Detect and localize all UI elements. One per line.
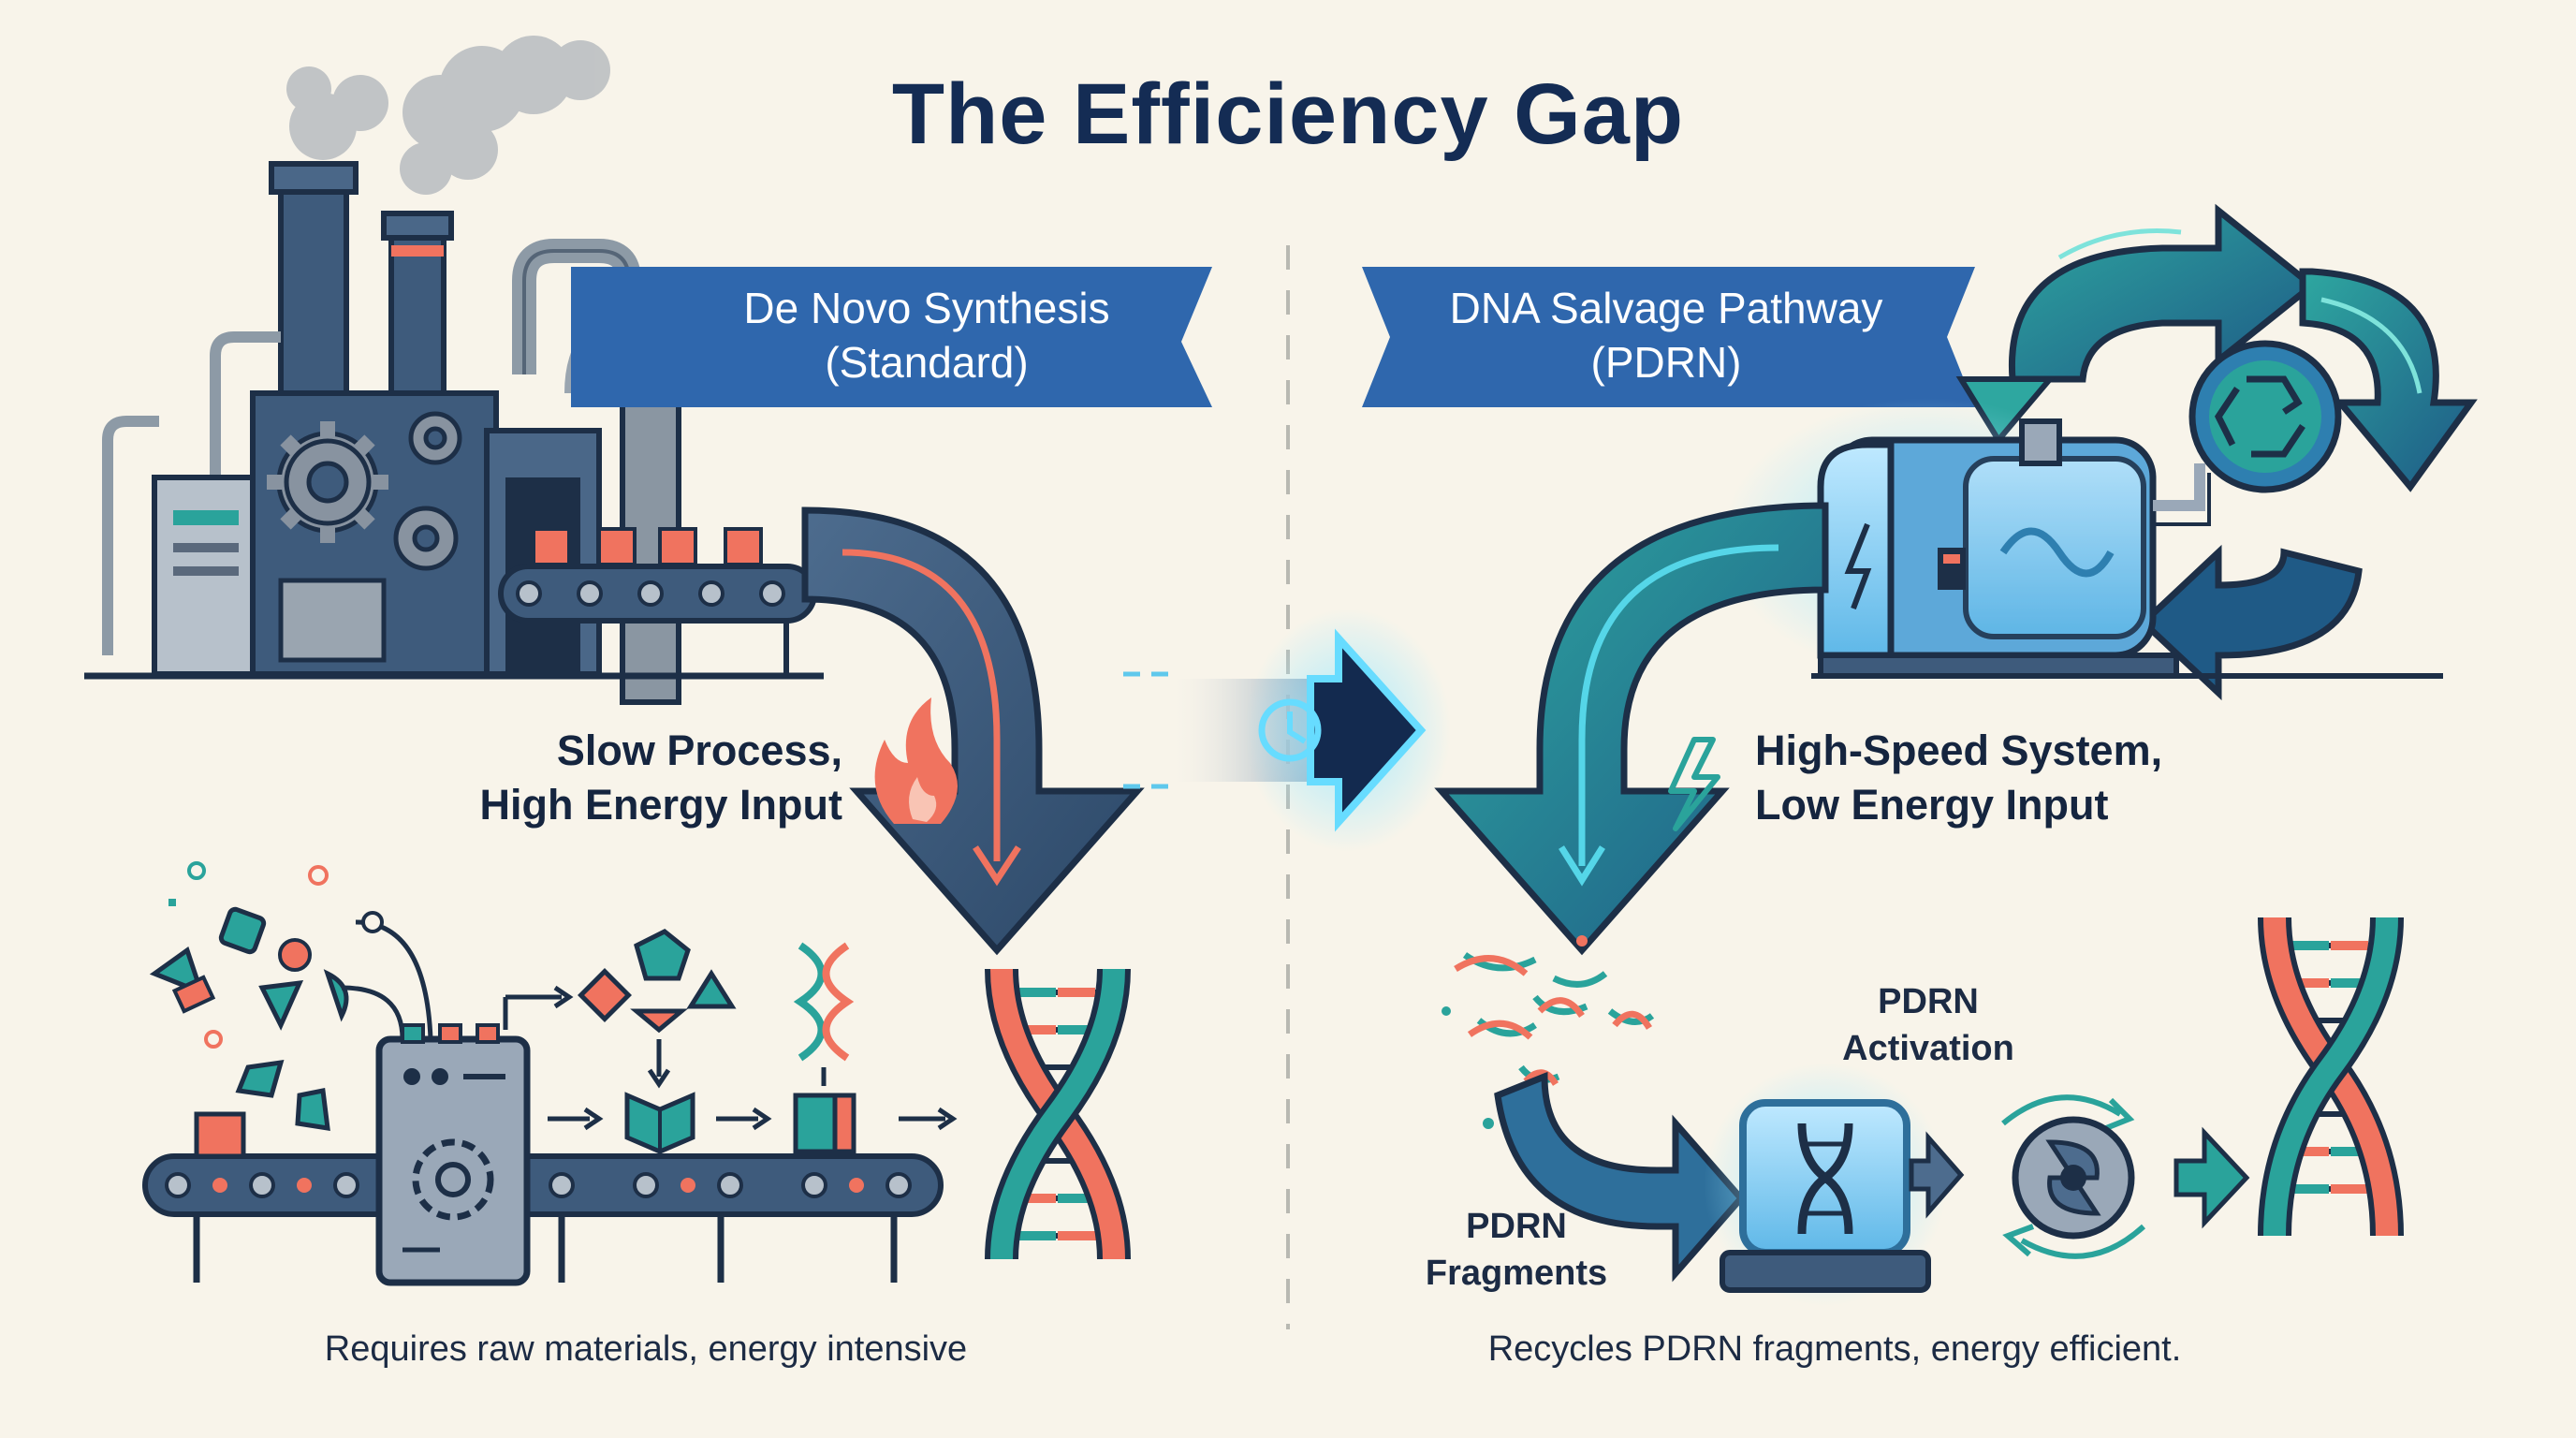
left-banner-label: De Novo Synthesis (Standard) bbox=[674, 281, 1179, 389]
activation-label: PDRN Activation bbox=[1807, 978, 2050, 1072]
slow-process-label: Slow Process, High Energy Input bbox=[449, 724, 843, 832]
right-caption: Recycles PDRN fragments, energy efficien… bbox=[1487, 1329, 2182, 1369]
fragments-label: PDRN Fragments bbox=[1404, 1203, 1629, 1297]
lightning-icon bbox=[1668, 737, 1720, 831]
slow-process-line2: High Energy Input bbox=[479, 781, 843, 829]
right-banner bbox=[1362, 267, 1975, 407]
left-caption: Requires raw materials, energy intensive bbox=[324, 1329, 968, 1369]
dna-fragments bbox=[1442, 935, 1655, 1129]
activation-line1: PDRN bbox=[1878, 982, 1979, 1021]
left-banner-line2: (Standard) bbox=[825, 338, 1029, 387]
activation-pod bbox=[1704, 1063, 1947, 1306]
slow-process-line1: Slow Process, bbox=[556, 726, 842, 774]
fragments-arrow bbox=[1494, 1071, 1746, 1283]
page-title: The Efficiency Gap bbox=[891, 66, 1685, 162]
dna-helix-icon bbox=[985, 968, 1131, 1260]
right-banner-line1: DNA Salvage Pathway bbox=[1449, 284, 1883, 332]
raw-materials-assembly bbox=[142, 861, 958, 1286]
slow-process-arrow bbox=[801, 506, 1145, 956]
recycle-icon bbox=[2188, 340, 2342, 493]
high-speed-line1: High-Speed System, bbox=[1755, 726, 2163, 774]
high-speed-arrow bbox=[1434, 502, 1829, 956]
reactor-machine-icon bbox=[1722, 398, 2443, 679]
left-banner bbox=[571, 267, 1212, 407]
conveyor-belt-icon bbox=[142, 1153, 944, 1217]
right-banner-label: DNA Salvage Pathway (PDRN) bbox=[1395, 281, 1938, 389]
gear-icon bbox=[2001, 1094, 2146, 1259]
high-speed-line2: Low Energy Input bbox=[1755, 781, 2109, 829]
recycle-loop bbox=[1955, 203, 2478, 701]
activation-line2: Activation bbox=[1842, 1029, 2014, 1068]
fragments-line2: Fragments bbox=[1425, 1254, 1608, 1293]
dna-helix-icon bbox=[2258, 917, 2404, 1237]
smoke-cloud bbox=[286, 36, 610, 195]
dna-helix-icon bbox=[1797, 1123, 1853, 1235]
speed-arrow bbox=[1123, 609, 1451, 852]
high-speed-label: High-Speed System, Low Energy Input bbox=[1755, 724, 2242, 832]
fragments-line1: PDRN bbox=[1466, 1207, 1567, 1246]
right-banner-line2: (PDRN) bbox=[1590, 338, 1742, 387]
flame-icon bbox=[874, 697, 958, 824]
gear-icon bbox=[412, 1138, 494, 1221]
left-banner-line1: De Novo Synthesis bbox=[743, 284, 1110, 332]
clock-icon bbox=[1258, 698, 1322, 762]
